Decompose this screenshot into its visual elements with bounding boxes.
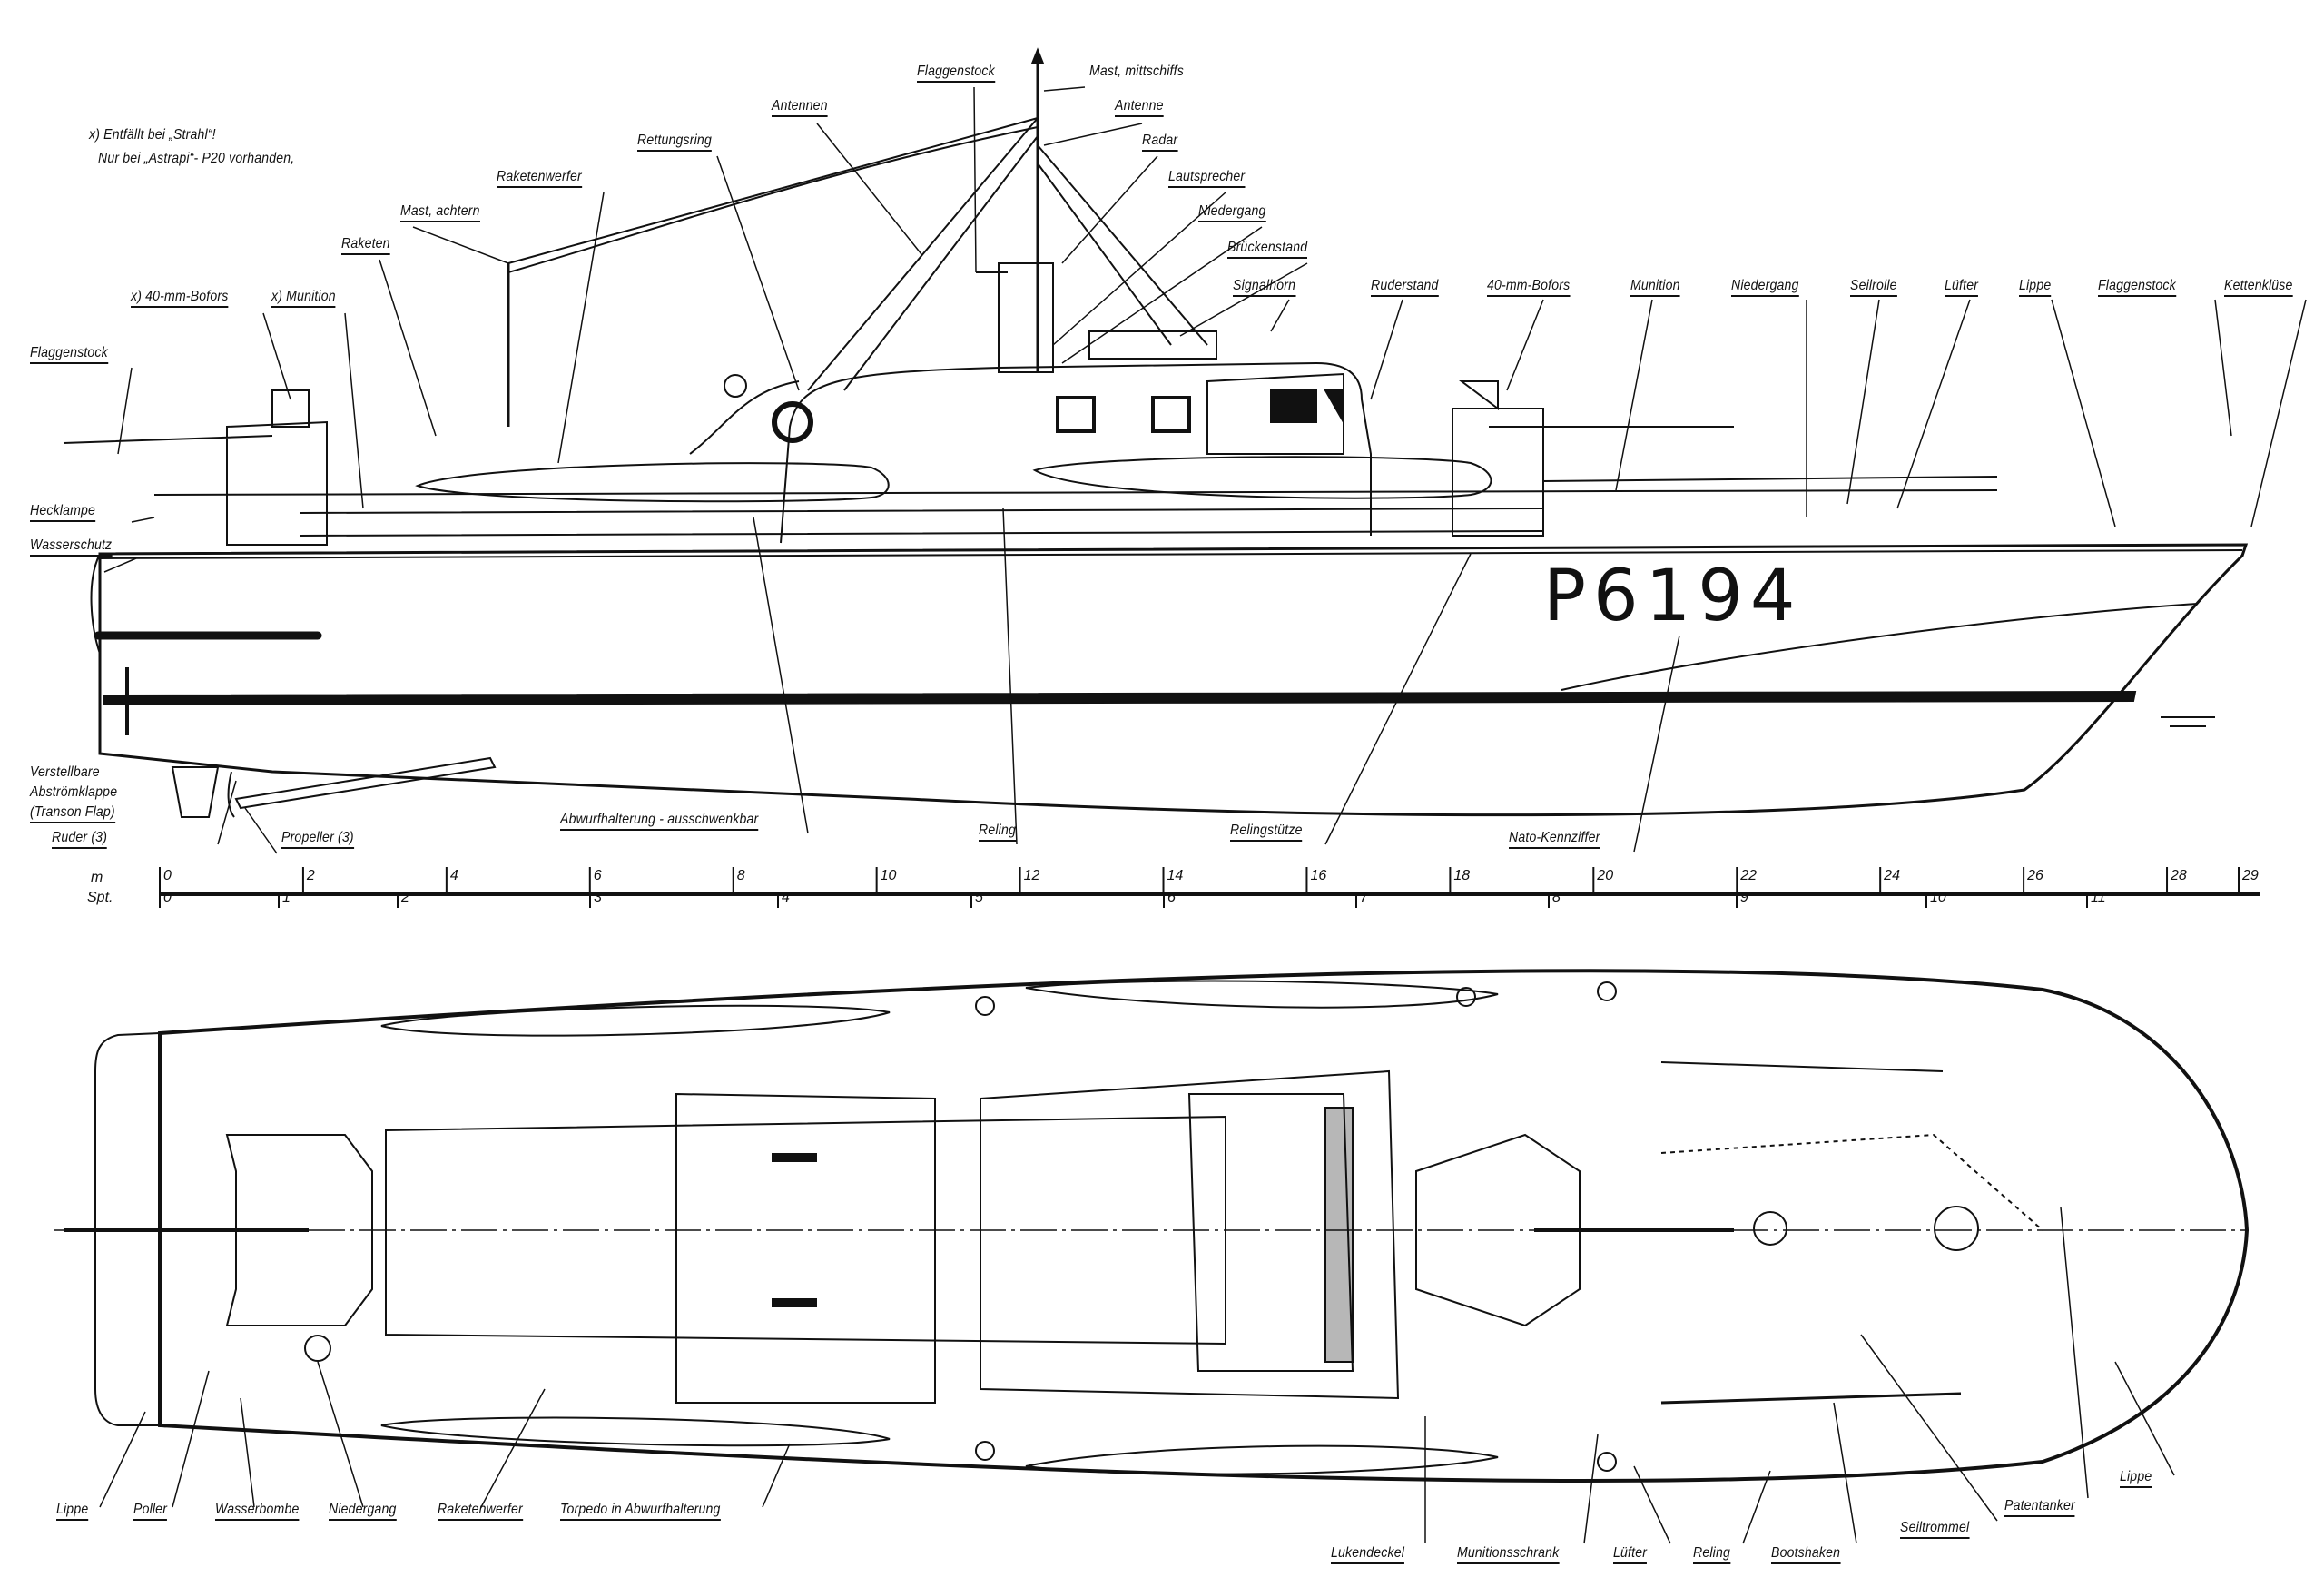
label-luefter-plan: Lüfter bbox=[1613, 1545, 1648, 1564]
side-view-railing bbox=[153, 476, 1998, 537]
label-brueckenstand: Brückenstand bbox=[1227, 240, 1308, 259]
label-wasserbombe: Wasserbombe bbox=[215, 1502, 300, 1521]
side-view-superstructure bbox=[689, 330, 1372, 544]
label-antenne: Antenne bbox=[1115, 98, 1164, 117]
label-bootshaken: Bootshaken bbox=[1771, 1545, 1841, 1564]
label-signalhorn: Signalhorn bbox=[1233, 278, 1296, 297]
plan-view-hull bbox=[54, 969, 2250, 1483]
scale-spt-tick-label: 5 bbox=[975, 890, 983, 905]
scale-m-tick-label: 10 bbox=[880, 868, 897, 883]
scale-m-tick-label: 0 bbox=[163, 868, 172, 883]
scale-m-tick-label: 2 bbox=[306, 868, 315, 883]
note-line-2: Nur bei „Astrapi“- P20 vorhanden, bbox=[98, 151, 295, 166]
scale-m-tick-label: 12 bbox=[1023, 868, 1040, 883]
side-view-masts bbox=[507, 47, 1208, 427]
label-ruder: Ruder (3) bbox=[52, 830, 108, 849]
note-line-1: x) Entfällt bei „Strahl“! bbox=[89, 127, 216, 143]
scale-m-tick-label: 29 bbox=[2242, 868, 2259, 883]
label-flap-3: (Transon Flap) bbox=[30, 804, 115, 823]
label-flap-1: Verstellbare bbox=[30, 764, 100, 780]
label-torpedo: Torpedo in Abwurfhalterung bbox=[560, 1502, 721, 1521]
scale-spt-label: Spt. bbox=[87, 890, 113, 905]
label-seilrolle: Seilrolle bbox=[1850, 278, 1897, 297]
label-flaggenstock-stern: Flaggenstock bbox=[30, 345, 108, 364]
label-seiltrommel: Seiltrommel bbox=[1900, 1520, 1970, 1539]
label-raketenwerfer: Raketenwerfer bbox=[497, 169, 582, 188]
label-nato-kennziffer: Nato-Kennziffer bbox=[1509, 830, 1600, 849]
label-hecklampe: Hecklampe bbox=[30, 503, 96, 522]
scale-spt-tick-label: 11 bbox=[2091, 890, 2106, 905]
label-kettenkluese: Kettenklüse bbox=[2224, 278, 2293, 297]
plan-leader-lines bbox=[99, 1207, 2175, 1544]
label-munitionsschrank: Munitionsschrank bbox=[1457, 1545, 1560, 1564]
label-antennen: Antennen bbox=[772, 98, 828, 117]
scale-spt-tick-label: 0 bbox=[163, 890, 172, 905]
scale-m-tick-label: 24 bbox=[1884, 868, 1900, 883]
label-niedergang-plan: Niedergang bbox=[329, 1502, 397, 1521]
scale-m-tick-label: 6 bbox=[593, 868, 602, 883]
label-lautsprecher: Lautsprecher bbox=[1168, 169, 1246, 188]
leader-lines bbox=[103, 86, 2307, 854]
side-view-torpedoes bbox=[415, 456, 1492, 503]
scale-spt-tick-label: 10 bbox=[1930, 890, 1946, 905]
label-raketenwerfer-plan: Raketenwerfer bbox=[438, 1502, 523, 1521]
label-ruderstand: Ruderstand bbox=[1371, 278, 1439, 297]
label-propeller: Propeller (3) bbox=[281, 830, 354, 849]
scale-bar bbox=[159, 867, 2260, 908]
label-reling-plan: Reling bbox=[1693, 1545, 1730, 1564]
label-lippe-bow: Lippe bbox=[2120, 1469, 2152, 1488]
scale-m-tick-label: 14 bbox=[1167, 868, 1184, 883]
label-munition-aft: x) Munition bbox=[271, 289, 336, 308]
label-lippe-aft: Lippe bbox=[56, 1502, 89, 1521]
scale-m-tick-label: 18 bbox=[1453, 868, 1471, 883]
scale-spt-tick-label: 3 bbox=[594, 890, 602, 905]
label-flaggenstock-mid: Flaggenstock bbox=[917, 64, 995, 83]
plan-view-torpedoes bbox=[380, 980, 1499, 1475]
label-lukendeckel: Lukendeckel bbox=[1331, 1545, 1405, 1564]
scale-m-tick-label: 20 bbox=[1597, 868, 1614, 883]
label-flaggenstock-bow: Flaggenstock bbox=[2098, 278, 2176, 297]
label-mast-achtern: Mast, achtern bbox=[400, 203, 480, 222]
label-niedergang-fwd: Niedergang bbox=[1731, 278, 1799, 297]
side-view-guns bbox=[63, 380, 1734, 546]
label-abwurfhalterung: Abwurfhalterung - ausschwenkbar bbox=[560, 812, 759, 831]
label-bofors-fwd: 40-mm-Bofors bbox=[1487, 278, 1571, 297]
label-patentanker: Patentanker bbox=[2004, 1498, 2075, 1517]
scale-m-tick-label: 28 bbox=[2171, 868, 2187, 883]
scale-spt-tick-label: 9 bbox=[1740, 890, 1748, 905]
label-rettungsring: Rettungsring bbox=[637, 133, 712, 152]
scale-m-tick-label: 26 bbox=[2027, 868, 2043, 883]
label-munition-fwd: Munition bbox=[1630, 278, 1680, 297]
plan-view-guns bbox=[64, 1133, 1734, 1327]
hull-number: P6194 bbox=[1543, 556, 1803, 637]
label-mast-mittschiffs: Mast, mittschiffs bbox=[1089, 64, 1184, 79]
side-view-underwater bbox=[125, 667, 497, 818]
scale-m-tick-label: 8 bbox=[736, 868, 745, 883]
plan-view-fittings bbox=[304, 981, 2043, 1472]
label-niedergang-top: Niedergang bbox=[1198, 203, 1266, 222]
label-raketen: Raketen bbox=[341, 236, 390, 255]
label-relingstuetze: Relingstütze bbox=[1230, 823, 1303, 842]
scale-m-tick-label: 22 bbox=[1740, 868, 1758, 883]
label-poller: Poller bbox=[133, 1502, 168, 1521]
scale-m-tick-label: 4 bbox=[449, 868, 458, 883]
scale-spt-tick-label: 4 bbox=[782, 890, 790, 905]
label-lippe: Lippe bbox=[2019, 278, 2052, 297]
scale-m-tick-label: 16 bbox=[1310, 868, 1327, 883]
scale-spt-tick-label: 8 bbox=[1552, 890, 1561, 905]
scale-spt-tick-label: 2 bbox=[401, 890, 409, 905]
label-radar: Radar bbox=[1142, 133, 1178, 152]
label-wasserschutz: Wasserschutz bbox=[30, 537, 113, 557]
plan-view-deckhouse bbox=[385, 1069, 1400, 1404]
side-view-hull bbox=[90, 543, 2249, 817]
scale-spt-tick-label: 6 bbox=[1167, 890, 1176, 905]
label-flap-2: Abströmklappe bbox=[30, 784, 118, 800]
scale-m-label: m bbox=[91, 870, 103, 885]
scale-spt-tick-label: 1 bbox=[282, 890, 290, 905]
label-luefter: Lüfter bbox=[1945, 278, 1979, 297]
label-bofors-aft: x) 40-mm-Bofors bbox=[131, 289, 229, 308]
scale-spt-tick-label: 7 bbox=[1360, 890, 1368, 905]
label-reling: Reling bbox=[979, 823, 1016, 842]
